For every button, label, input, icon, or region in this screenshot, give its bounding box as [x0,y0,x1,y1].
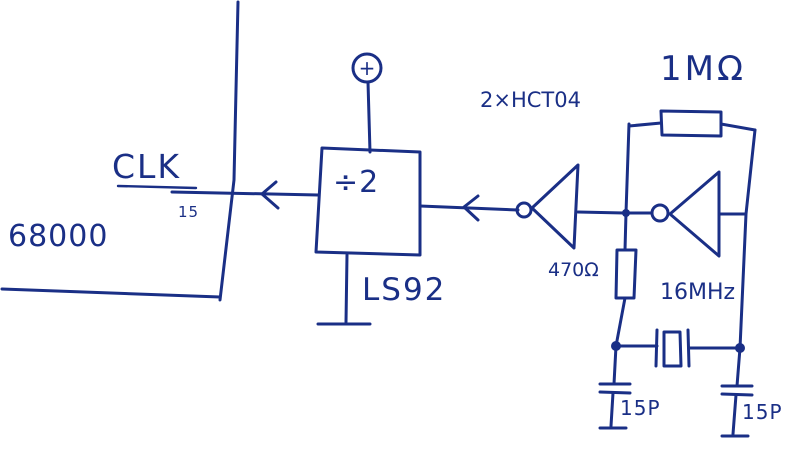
cap-left-plate-bottom [598,390,632,395]
supply-wire [366,80,372,154]
inverter-1-input-wire [576,210,626,215]
feedback-left-wire [627,121,663,128]
left-rail-lower [623,211,628,252]
inverter-part-label: 2×HCT04 [480,88,581,112]
crystal-label: 16MHz [660,280,736,305]
clk-pin-label: 15 [178,203,200,221]
divider-part-label: LS92 [362,272,447,308]
ground-wire [344,253,349,324]
cpu-label: 68000 [8,219,109,254]
feedback-resistor [659,109,723,138]
clk-label-underline [116,184,198,190]
div-input-wire [418,204,520,212]
inverter-2 [668,170,721,258]
cpu-block-edge [218,0,240,302]
series-resistor-lower-wire [614,296,627,348]
supply-circle [351,52,383,84]
divider-symbol-label: ÷2 [333,165,380,200]
left-rail-upper [624,122,631,215]
clk-label: CLK [112,147,182,186]
cap-left-label: 15P [620,396,661,420]
cpu-block-bottom [0,287,222,299]
cap-right-ground-wire [731,393,738,436]
series-resistor [614,248,638,300]
cap-right-wire [735,346,742,388]
inverter-2-bubble [650,203,670,223]
divider-box [314,146,422,257]
cap-right-label: 15P [742,400,783,424]
cap-left-ground-wire [609,391,615,428]
inverter-1-bubble [515,201,533,219]
clk-wire [170,190,320,197]
feedback-right-wire [719,122,757,132]
feedback-resistor-label: 1MΩ [660,49,746,89]
crystal-plate-left [654,328,659,368]
series-resistor-label: 470Ω [548,259,599,281]
inverter-1 [530,163,580,250]
cap-left-wire [612,344,618,386]
clk-arrow [260,180,280,210]
crystal-body [662,330,683,368]
right-rail [738,128,757,350]
div-input-arrow [462,194,480,222]
